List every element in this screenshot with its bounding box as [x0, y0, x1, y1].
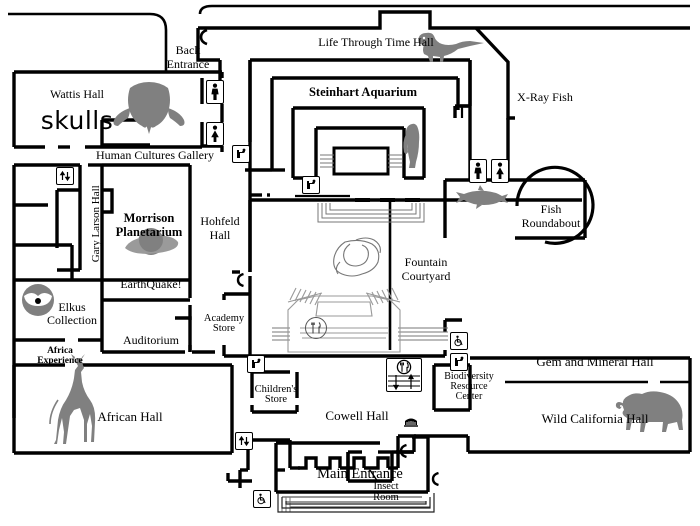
restroom-women-glyph: [496, 162, 504, 179]
restaurant-stairs-glyph: [388, 359, 420, 391]
drinking-fountain-glyph: [307, 179, 316, 189]
saturn-planet-silhouette: [125, 228, 179, 255]
mammoth-skull-silhouette: [113, 82, 185, 134]
wheelchair-glyph: [454, 335, 463, 347]
elevator-icon[interactable]: [235, 432, 253, 450]
elevator-arrows-glyph: [59, 170, 71, 182]
theater-glyph: [404, 418, 418, 427]
animal-silhouettes: [22, 32, 683, 444]
bear-silhouette: [615, 391, 683, 432]
detail-lines: [369, 469, 379, 483]
restroom-men-icon[interactable]: [206, 80, 224, 104]
drinking-fountain-icon[interactable]: [450, 353, 468, 371]
drinking-fountain-glyph: [252, 358, 261, 368]
penguin-silhouette: [403, 123, 420, 168]
fork-knife-glyph: [311, 322, 321, 334]
drinking-fountain-icon[interactable]: [302, 176, 320, 194]
restroom-men-icon[interactable]: [469, 159, 487, 183]
cafe-pavilion: [287, 287, 401, 353]
fountain-sculpture-outline: [333, 237, 381, 277]
restroom-women-glyph: [211, 125, 219, 142]
telephone-glyph: [199, 28, 208, 46]
wheelchair-glyph: [257, 493, 266, 505]
restroom-women-icon[interactable]: [206, 122, 224, 146]
telephone-icon[interactable]: [199, 28, 211, 46]
basket-silhouette: [22, 284, 54, 316]
wheelchair-access-icon[interactable]: [450, 332, 468, 350]
restroom-women-icon[interactable]: [491, 159, 509, 183]
telephone-icon[interactable]: [399, 443, 410, 459]
stairs-layer: [272, 154, 448, 513]
dolphin-silhouette: [456, 185, 508, 209]
elevator-icon[interactable]: [56, 167, 74, 185]
restroom-men-glyph: [211, 83, 219, 100]
drinking-fountain-glyph: [455, 356, 464, 366]
telephone-icon[interactable]: [431, 471, 442, 487]
telephone-glyph: [399, 443, 407, 459]
restaurant-stairs-icon[interactable]: [386, 358, 422, 392]
theater-icon[interactable]: [403, 414, 419, 427]
tyrannosaur-silhouette: [418, 32, 484, 62]
telephone-glyph: [431, 471, 439, 487]
fish-roundabout-circle: [515, 165, 595, 245]
wall-layer: [8, 4, 692, 494]
elevator-arrows-glyph: [238, 435, 250, 447]
telephone-glyph: [236, 272, 244, 288]
restroom-men-glyph: [474, 162, 482, 179]
restaurant-icon[interactable]: [305, 317, 327, 339]
telephone-icon[interactable]: [236, 272, 247, 288]
drinking-fountain-glyph: [237, 148, 246, 158]
drinking-fountain-icon[interactable]: [247, 355, 265, 373]
giraffe-silhouette: [49, 354, 96, 444]
wheelchair-access-icon[interactable]: [253, 490, 271, 508]
drinking-fountain-icon[interactable]: [232, 145, 250, 163]
